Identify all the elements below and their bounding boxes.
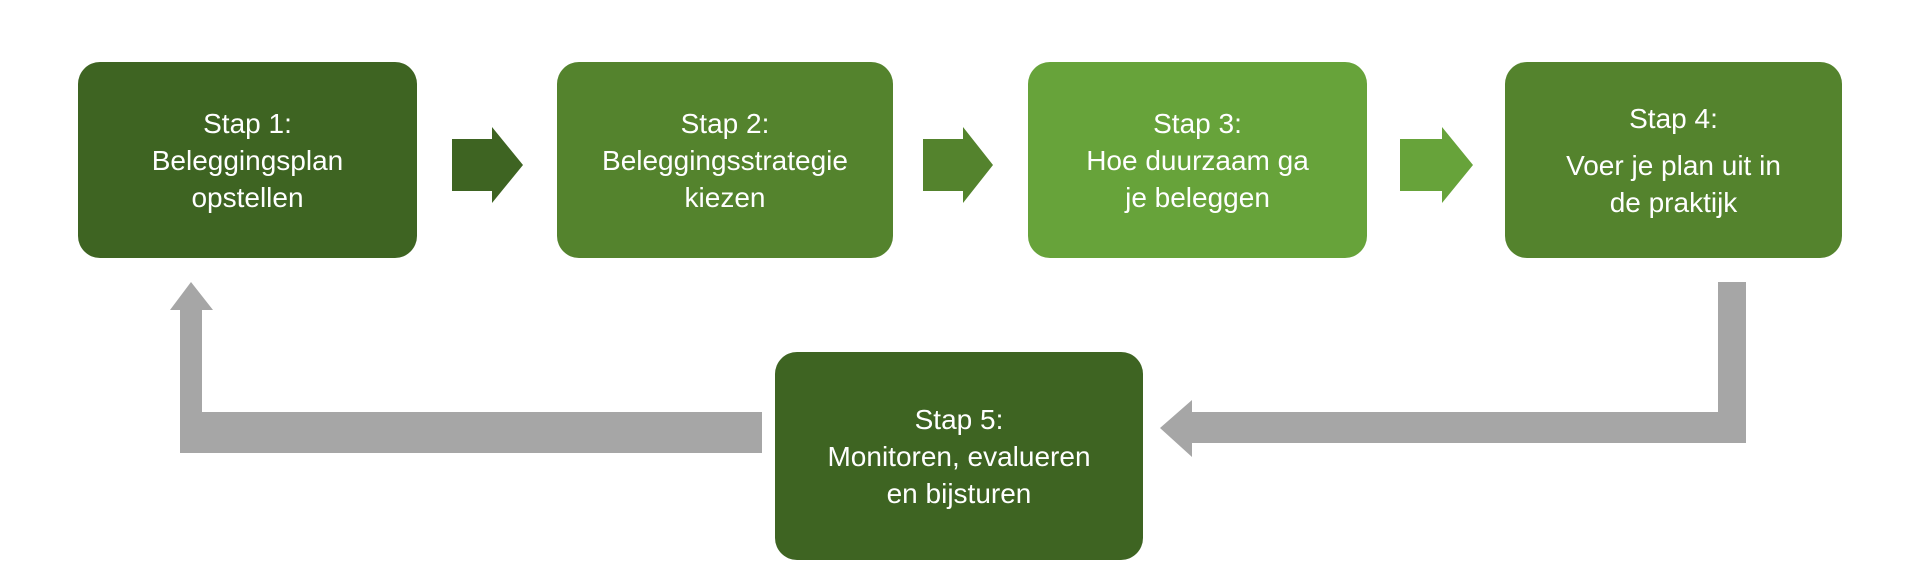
step-3-title: Stap 3: (1153, 107, 1242, 139)
step-5-label-line: en bijsturen (886, 477, 1032, 509)
step-3-label-line: je beleggen (1125, 181, 1270, 213)
step-3-label-line: Hoe duurzaam ga (1086, 144, 1309, 176)
forward-arrow-step1-to-step2-icon (452, 127, 523, 203)
loop-arrow-step4-to-step5-icon (1160, 282, 1746, 457)
step-4-box: Stap 4: Voer je plan uit in de praktijk (1505, 62, 1842, 258)
step-5-box: Stap 5: Monitoren, evalueren en bijsture… (775, 352, 1143, 560)
step-5-title: Stap 5: (914, 403, 1004, 435)
step-5-label-line: Monitoren, evalueren (827, 440, 1091, 472)
step-2-title: Stap 2: (680, 107, 770, 139)
step-2-label-line: Beleggingsstrategie (602, 144, 848, 176)
step-2-label-line: kiezen (684, 181, 766, 213)
step-1-box: Stap 1: Beleggingsplan opstellen (78, 62, 417, 258)
forward-arrow-step2-to-step3-icon (923, 127, 993, 203)
step-4-title: Stap 4: (1629, 102, 1718, 134)
step-1-label-line: opstellen (191, 181, 304, 213)
step-1-label-line: Beleggingsplan (151, 144, 344, 176)
forward-arrow-step3-to-step4-icon (1400, 127, 1473, 203)
step-4-label-line: Voer je plan uit in (1566, 149, 1781, 181)
loop-arrow-step5-to-step1-icon (170, 282, 762, 453)
step-1-title: Stap 1: (203, 107, 292, 139)
step-2-box: Stap 2: Beleggingsstrategie kiezen (557, 62, 893, 258)
step-3-box: Stap 3: Hoe duurzaam ga je beleggen (1028, 62, 1367, 258)
step-4-label-line: de praktijk (1609, 186, 1738, 218)
